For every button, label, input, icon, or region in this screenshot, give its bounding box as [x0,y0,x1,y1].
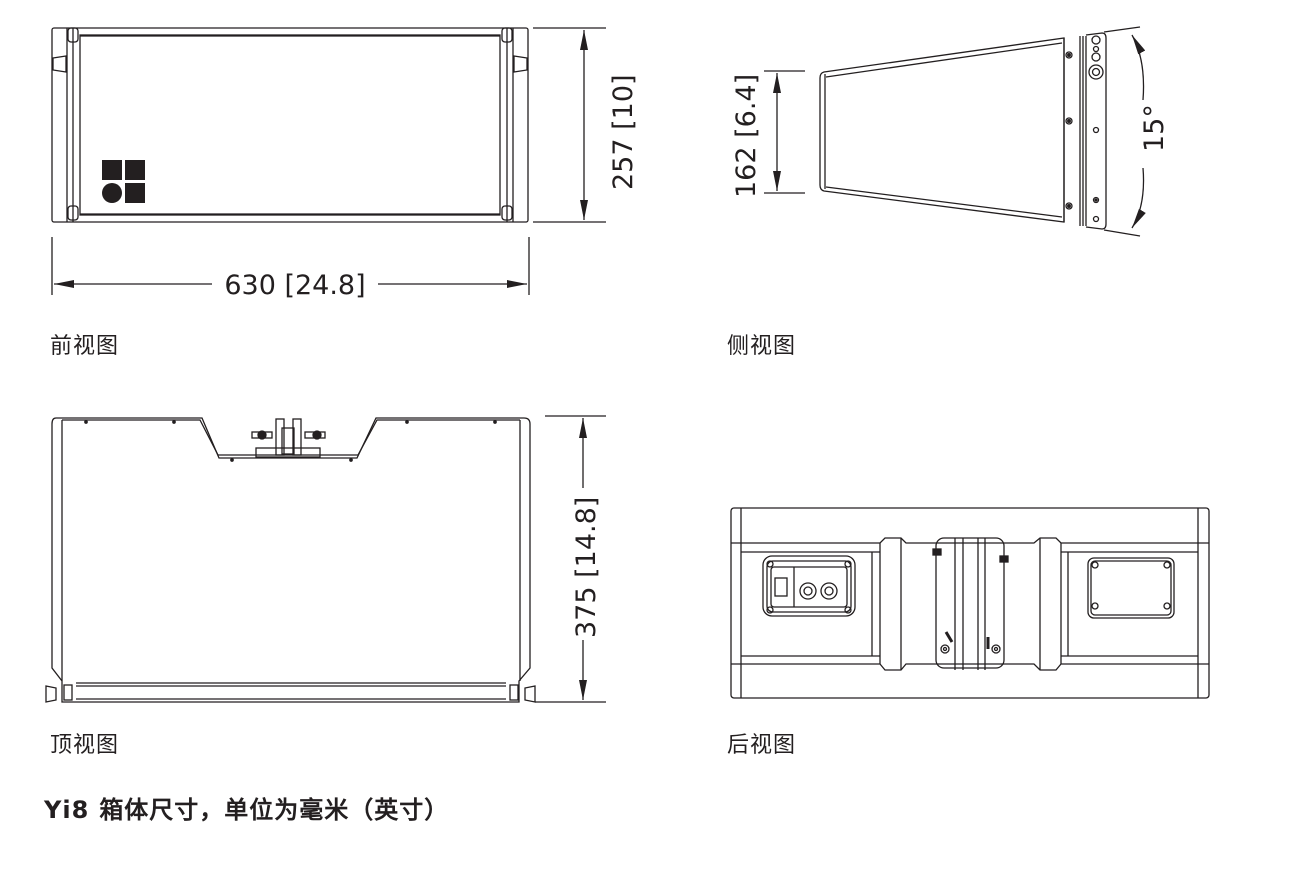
caption-text: 箱体尺寸，单位为毫米（英寸） [99,796,450,824]
front-height-label: 257 [10] [608,74,639,190]
rear-view-drawing [730,507,1210,699]
drawing-caption: Yi8 箱体尺寸，单位为毫米（英寸） [44,790,449,825]
front-width-label: 630 [24.8] [224,270,365,301]
side-angle-dimension [1103,26,1146,237]
side-height-dimension [764,70,805,194]
side-view-drawing [819,32,1107,230]
top-depth-dimension [535,415,606,703]
front-view-drawing [51,27,529,223]
top-view-drawing [45,417,536,703]
rear-view-label: 后视图 [727,733,797,758]
front-view-label: 前视图 [50,334,120,359]
front-height-dimension [533,27,606,223]
front-width-dimension [51,237,530,295]
top-view-label: 顶视图 [50,733,120,758]
side-angle-label: 15° [1139,104,1170,152]
side-view-label: 侧视图 [727,334,797,359]
model-name: Yi8 [44,796,90,824]
brand-logo-icon [102,160,145,203]
top-depth-label: 375 [14.8] [571,497,602,638]
side-height-label: 162 [6.4] [731,74,762,198]
